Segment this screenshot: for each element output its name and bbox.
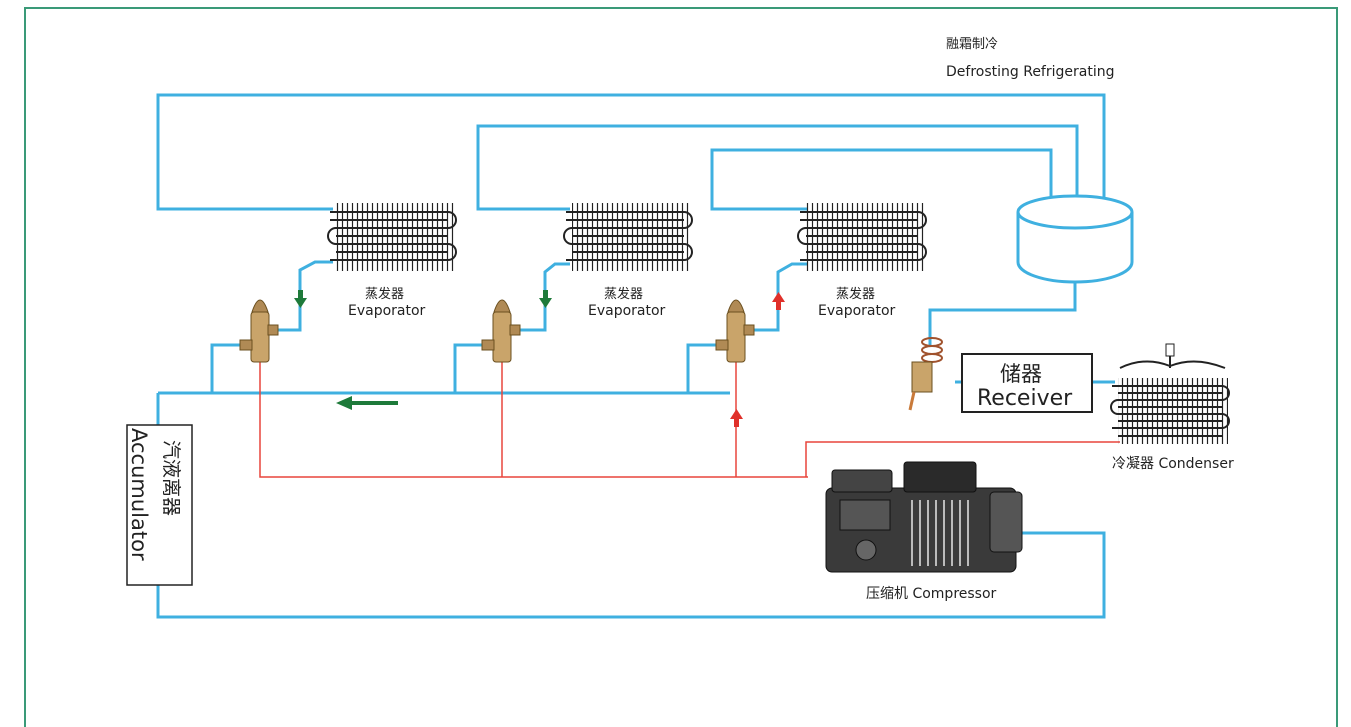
evaporator-coil-icon bbox=[564, 203, 692, 271]
evaporator-1-label-cn: 蒸发器 bbox=[365, 286, 404, 302]
receiver-label-en: Receiver bbox=[977, 386, 1073, 411]
evaporator-3-label-cn: 蒸发器 bbox=[836, 286, 875, 302]
mode-label-en: Defrosting Refrigerating bbox=[946, 64, 1114, 80]
evaporator-1-label-en: Evaporator bbox=[348, 303, 426, 319]
expansion-valve-icon bbox=[716, 300, 754, 362]
evaporator-2-label-cn: 蒸发器 bbox=[604, 286, 643, 302]
receiver-label-cn: 储器 bbox=[1000, 362, 1042, 386]
evaporator-3-label-en: Evaporator bbox=[818, 303, 896, 319]
compressor-icon bbox=[826, 462, 1022, 572]
receiver-tank-icon bbox=[1018, 196, 1132, 282]
accumulator-label-en: Accumulator bbox=[127, 428, 151, 561]
condenser-coil-icon bbox=[1111, 378, 1229, 444]
mode-label-cn: 融霜制冷 bbox=[946, 37, 998, 52]
compressor-label: 压缩机 Compressor bbox=[866, 586, 997, 602]
evaporator-coil-icon bbox=[328, 203, 456, 271]
evaporator-coil-icon bbox=[798, 203, 926, 271]
expansion-valve-icon bbox=[482, 300, 520, 362]
condenser-label: 冷凝器 Condenser bbox=[1112, 456, 1234, 472]
expansion-valve-icon bbox=[240, 300, 278, 362]
thermal-expansion-valve-icon bbox=[910, 338, 942, 410]
accumulator-label-cn: 汽液离器 bbox=[160, 440, 182, 516]
fan-icon bbox=[1120, 344, 1225, 368]
evaporator-2-label-en: Evaporator bbox=[588, 303, 666, 319]
